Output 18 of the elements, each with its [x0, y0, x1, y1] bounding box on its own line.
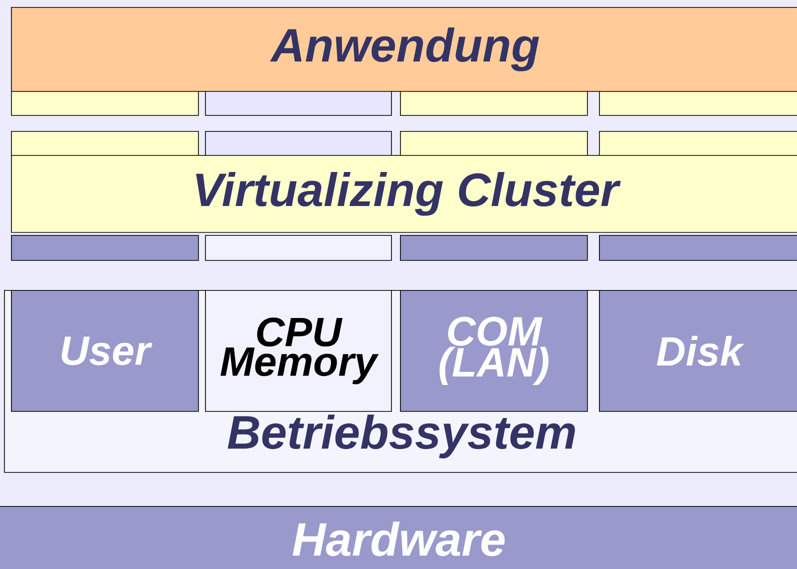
- interface-bar: [11, 130, 199, 156]
- interface-bar: [599, 130, 797, 156]
- interface-bar: [400, 130, 588, 156]
- interface-bar: [11, 234, 199, 261]
- component-box: COM (LAN): [400, 290, 588, 412]
- interface-bar: [599, 90, 797, 116]
- interface-bar: [11, 90, 199, 116]
- layer-band: Hardware: [0, 506, 797, 569]
- interface-bar: [400, 234, 588, 261]
- layer-band: Anwendung: [11, 6, 797, 92]
- component-box: User: [11, 290, 199, 412]
- interface-bar: [205, 130, 392, 156]
- interface-bar: [205, 234, 392, 261]
- component-box: Disk: [599, 290, 797, 412]
- interface-bar: [400, 90, 588, 116]
- interface-bar: [599, 234, 797, 261]
- component-box: CPU Memory: [205, 290, 392, 412]
- interface-bar: [205, 90, 392, 116]
